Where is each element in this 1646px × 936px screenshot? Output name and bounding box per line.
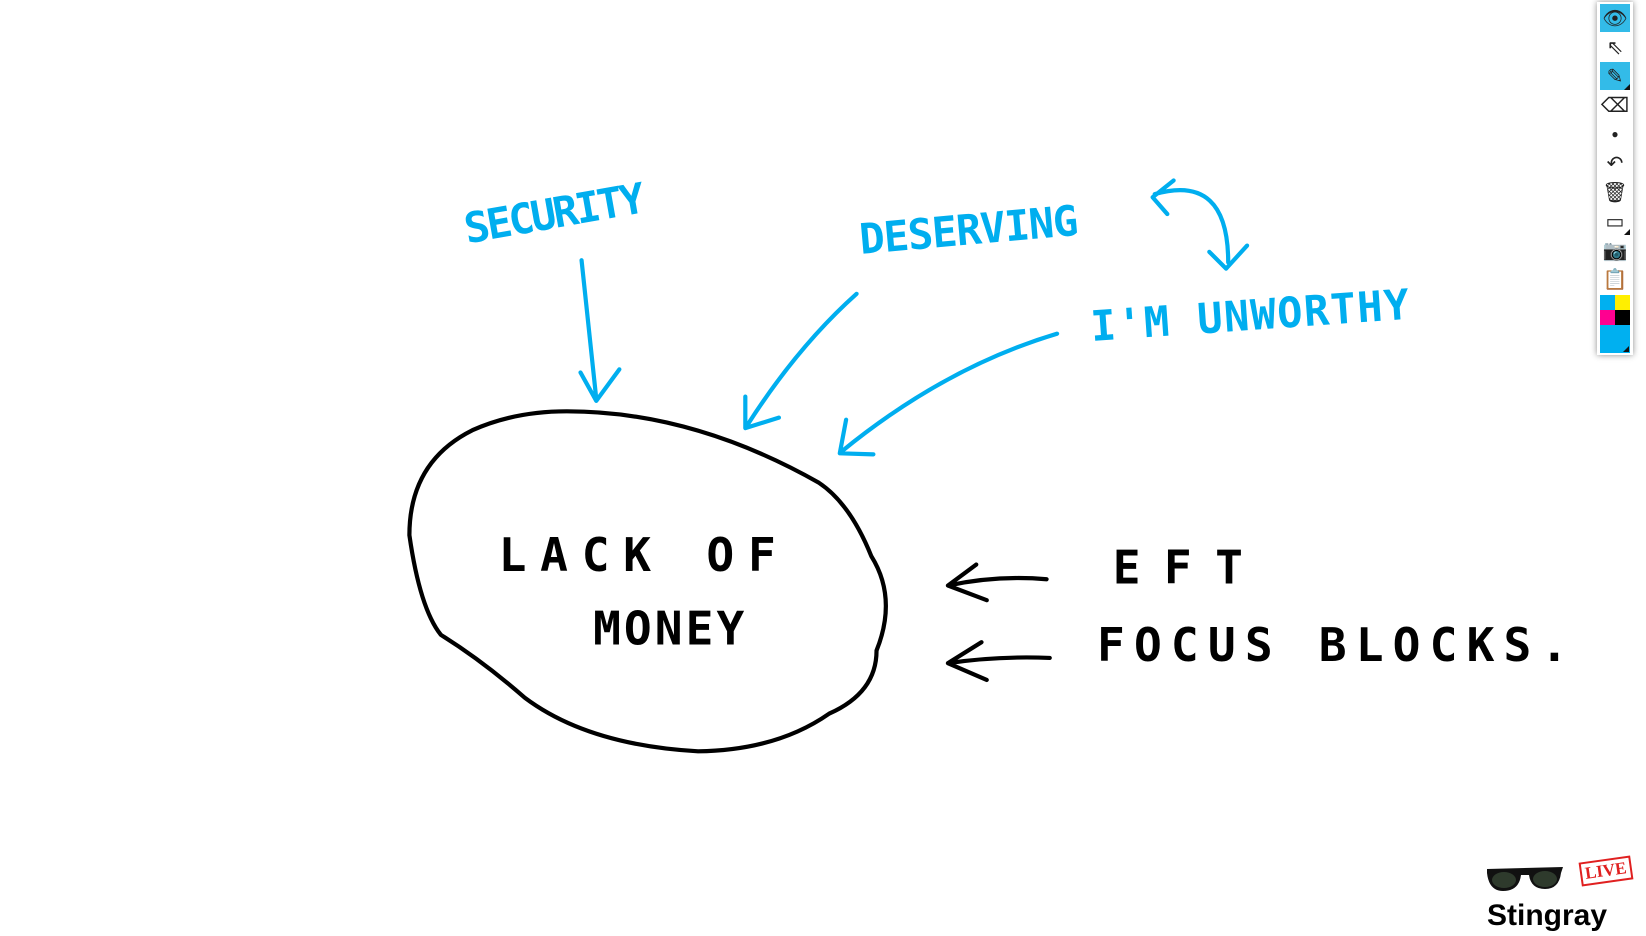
pen-icon: ✎ — [1606, 65, 1624, 88]
board-button[interactable]: ▭ — [1600, 207, 1630, 235]
undo-icon: ↶ — [1606, 152, 1624, 175]
camera-icon: 📷 — [1602, 239, 1628, 262]
color-swatch-yellow[interactable] — [1615, 295, 1630, 310]
note-security: SECURITY — [460, 172, 655, 253]
clear-button[interactable]: 🗑 — [1600, 178, 1630, 206]
circle-text-line1: LACK OF — [499, 528, 782, 582]
arrow-eft — [945, 562, 1049, 603]
arrow-unworthy — [837, 331, 1060, 457]
brush-size-button[interactable]: ● — [1600, 120, 1630, 148]
arrow-pointer-icon: ⇖ — [1606, 36, 1624, 59]
drawing-toolbar: 👁 ⇖ ✎ ⌫ ● ↶ 🗑 ▭ 📷 📋 — [1597, 2, 1633, 355]
arrow-security — [578, 258, 622, 403]
color-swatch-cyan[interactable] — [1600, 295, 1615, 310]
eraser-tool-button[interactable]: ⌫ — [1600, 91, 1630, 119]
easel-icon: ▭ — [1605, 210, 1625, 233]
color-swatch-magenta[interactable] — [1600, 310, 1615, 325]
note-eft: EFT — [1113, 540, 1249, 594]
double-arrow — [1150, 178, 1250, 271]
current-color-button[interactable] — [1600, 325, 1630, 353]
select-tool-button[interactable]: ⇖ — [1600, 33, 1630, 61]
clipboard-icon: 📋 — [1602, 268, 1628, 291]
brand-logo: LIVE Stingray — [1485, 855, 1645, 935]
live-badge: LIVE — [1578, 855, 1633, 887]
pen-tool-button[interactable]: ✎ — [1600, 62, 1630, 90]
color-swatch-black[interactable] — [1615, 310, 1630, 325]
circle-text-line2: MONEY — [593, 601, 750, 655]
eraser-icon: ⌫ — [1600, 94, 1630, 117]
note-deserving: DESERVING — [857, 195, 1086, 263]
brand-name: Stingray — [1487, 899, 1608, 932]
view-tool-button[interactable]: 👁 — [1600, 4, 1630, 32]
color-palette — [1600, 295, 1630, 325]
circle-outline — [407, 409, 888, 754]
note-unworthy: I'M UNWORTHY — [1089, 279, 1417, 351]
screenshot-button[interactable]: 📷 — [1600, 236, 1630, 264]
sunglasses-icon — [1487, 867, 1563, 891]
dot-icon: ● — [1611, 127, 1619, 141]
note-focus-blocks: FOCUS BLOCKS. — [1097, 618, 1575, 672]
eye-icon: 👁 — [1602, 7, 1628, 30]
arrow-focus-blocks — [945, 640, 1052, 683]
trash-icon: 🗑 — [1602, 181, 1628, 204]
clipboard-button[interactable]: 📋 — [1600, 265, 1630, 293]
undo-button[interactable]: ↶ — [1600, 149, 1630, 177]
arrow-deserving — [743, 291, 859, 431]
